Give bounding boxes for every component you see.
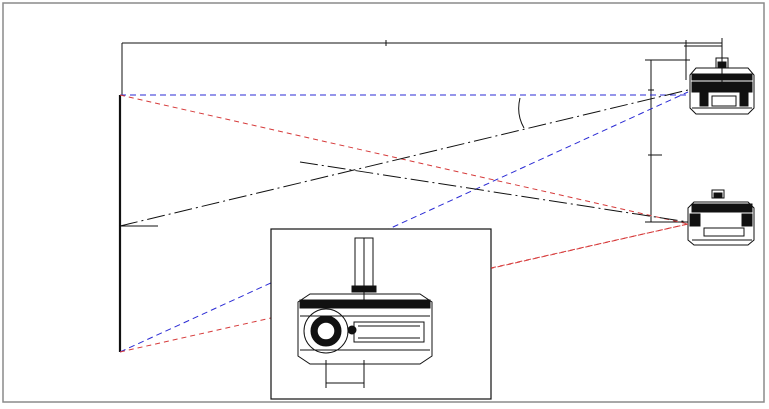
- tilt-angle-arc: [518, 97, 525, 129]
- detail-focus-knob: [347, 325, 357, 335]
- ceiling-projector-bottom: [687, 189, 755, 246]
- blue-ray-bottom-diagonal: [119, 91, 689, 353]
- ceiling-projector-top: [689, 57, 755, 115]
- projector-mount-detail-inset: [270, 228, 492, 400]
- center-axis-top-projector: [119, 89, 689, 227]
- red-ray-top-diagonal: [119, 94, 689, 225]
- red-ray-into-inset: [490, 223, 689, 269]
- mount-bracket: [351, 285, 377, 293]
- diagram-frame: [2, 2, 765, 403]
- detail-projector-body: [297, 293, 433, 365]
- center-axis-bottom-projector: [299, 161, 689, 223]
